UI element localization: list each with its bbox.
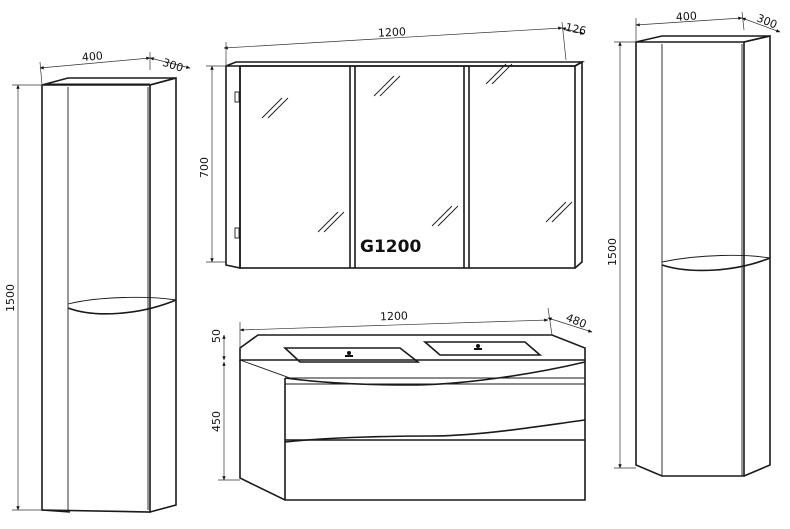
vanity-height-label: 450 xyxy=(210,411,223,432)
right-tall-depth-label: 300 xyxy=(755,12,779,32)
vanity-unit xyxy=(239,334,586,501)
right-tall-height-label: 1500 xyxy=(606,238,619,266)
mirror-cabinet: G1200 xyxy=(225,60,586,269)
left-tall-dimensions: 400 300 1500 xyxy=(4,49,191,511)
mirror-width-label: 1200 xyxy=(378,25,407,39)
mirror-depth-label: 126 xyxy=(564,21,587,38)
basin-depth-label: 480 xyxy=(564,311,588,331)
right-tall-cabinet xyxy=(635,34,771,477)
right-tall-dimensions: 400 300 1500 xyxy=(606,9,781,469)
vanity-dimensions: 1200 480 50 450 xyxy=(210,307,593,481)
right-tall-width-label: 400 xyxy=(675,9,697,23)
mirror-height-label: 700 xyxy=(198,157,211,178)
left-tall-width-label: 400 xyxy=(81,49,103,64)
mirror-dimensions: 1200 126 700 xyxy=(198,21,587,263)
basin-top-height-label: 50 xyxy=(210,329,223,343)
basin-width-label: 1200 xyxy=(380,309,408,323)
left-tall-cabinet xyxy=(41,76,177,513)
model-label: G1200 xyxy=(360,237,421,257)
left-tall-height-label: 1500 xyxy=(4,284,17,312)
mirror-reflection-marks xyxy=(261,63,573,233)
left-tall-depth-label: 300 xyxy=(161,56,185,75)
